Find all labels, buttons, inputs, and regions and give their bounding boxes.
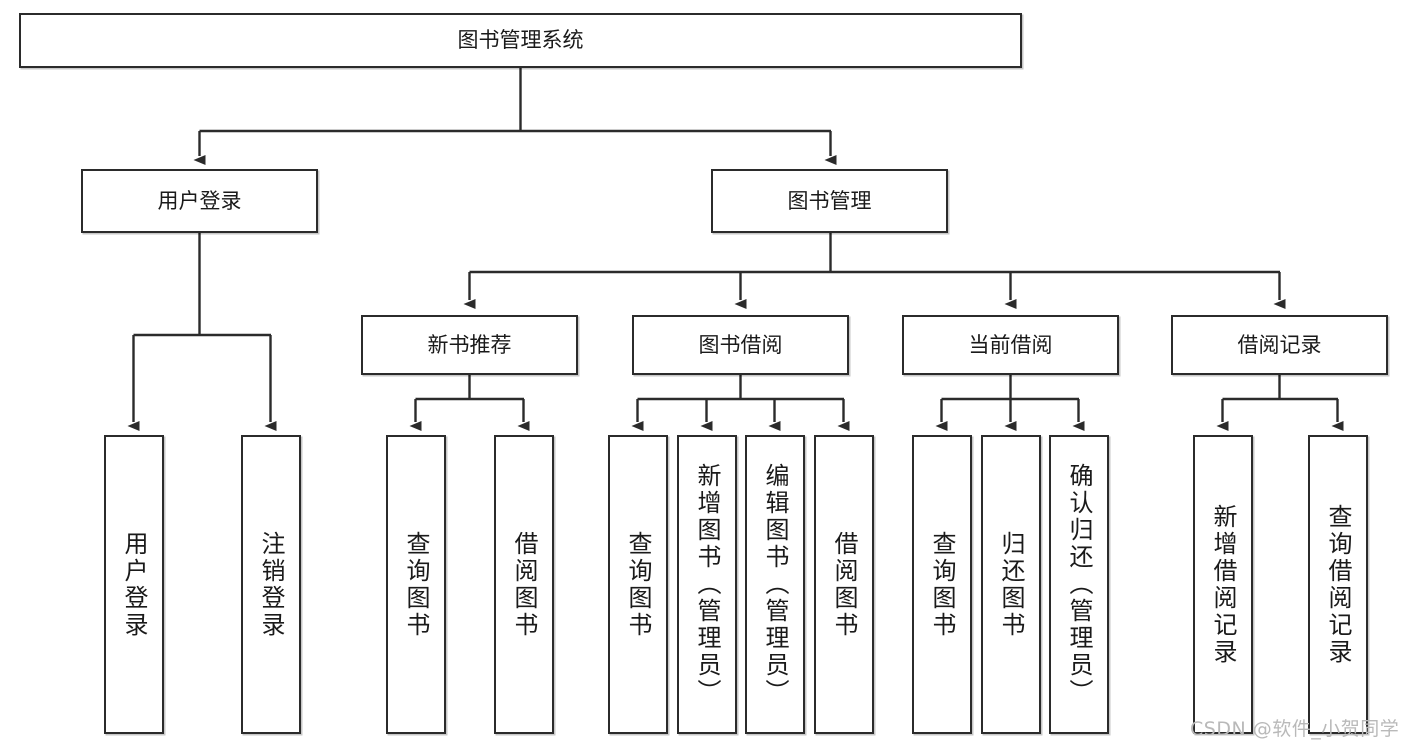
node-label: 借阅记录 [1237,332,1322,357]
node-leaf-query-book-2[interactable]: 查询图书 [608,435,668,734]
node-label: 借阅图书 [510,530,538,639]
node-user-login[interactable]: 用户登录 [81,169,318,233]
node-book-management[interactable]: 图书管理 [711,169,948,233]
node-new-book-recommend[interactable]: 新书推荐 [361,315,578,375]
node-current-borrow[interactable]: 当前借阅 [902,315,1119,375]
node-leaf-confirm-return-admin[interactable]: 确认归还（管理员） [1049,435,1109,734]
node-leaf-borrow-book-2[interactable]: 借阅图书 [814,435,874,734]
node-label: 用户登录 [120,530,148,639]
node-label: 确认归还（管理员） [1065,463,1093,706]
node-label: 图书管理 [787,188,872,213]
node-label: 注销登录 [257,530,285,639]
node-label: 借阅图书 [830,530,858,639]
node-leaf-query-borrow-record[interactable]: 查询借阅记录 [1308,435,1368,734]
node-label: 当前借阅 [968,332,1053,357]
node-leaf-logout-login[interactable]: 注销登录 [241,435,301,734]
node-label: 图书借阅 [698,332,783,357]
node-label: 新书推荐 [427,332,512,357]
node-leaf-add-borrow-record[interactable]: 新增借阅记录 [1193,435,1253,734]
node-leaf-query-book-1[interactable]: 查询图书 [386,435,446,734]
node-leaf-edit-book-admin[interactable]: 编辑图书（管理员） [745,435,805,734]
node-leaf-add-book-admin[interactable]: 新增图书（管理员） [677,435,737,734]
node-root-system[interactable]: 图书管理系统 [19,13,1022,68]
node-label: 图书管理系统 [457,28,584,53]
node-label: 用户登录 [157,188,242,213]
node-leaf-borrow-book-1[interactable]: 借阅图书 [494,435,554,734]
node-label: 查询借阅记录 [1324,503,1352,666]
node-label: 归还图书 [997,530,1025,639]
node-leaf-query-book-3[interactable]: 查询图书 [912,435,972,734]
node-borrow-record[interactable]: 借阅记录 [1171,315,1388,375]
node-label: 新增借阅记录 [1209,503,1237,666]
node-label: 查询图书 [402,530,430,639]
csdn-watermark: CSDN @软件_小贺同学 [1190,718,1400,740]
node-leaf-return-book[interactable]: 归还图书 [981,435,1041,734]
node-leaf-user-login[interactable]: 用户登录 [104,435,164,734]
node-label: 新增图书（管理员） [693,463,721,706]
node-label: 查询图书 [624,530,652,639]
node-book-borrow[interactable]: 图书借阅 [632,315,849,375]
node-label: 查询图书 [928,530,956,639]
node-label: 编辑图书（管理员） [761,463,789,706]
